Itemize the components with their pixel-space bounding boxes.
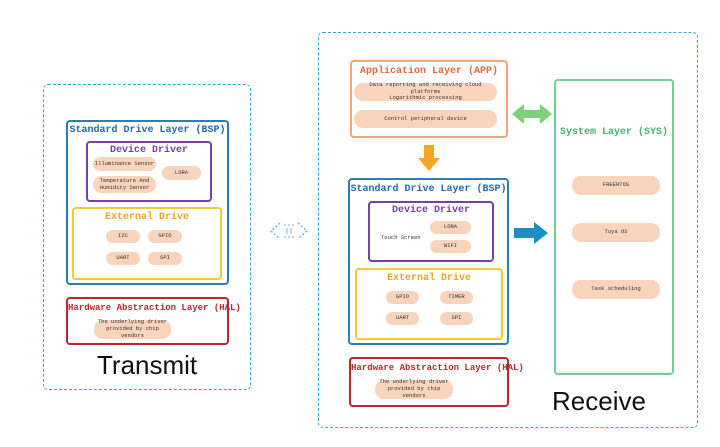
app-sys-arrow-icon [512,104,552,124]
transmit-hal-title: Hardware Abstraction Layer (HAL) [68,303,241,313]
temperature-humidity-sensor-pill: Temperature And Humidity Sensor [93,176,156,193]
transmit-external-drive-title: External Drive [104,212,189,223]
wireless-link-icon [268,220,310,242]
transmit-container [43,84,251,390]
sys-layer-title: System Layer (SYS) [559,127,669,138]
receive-hal-layer: Hardware Abstraction Layer (HAL) [349,357,524,407]
receive-container [318,32,698,428]
receive-bsp-title: Standard Drive Layer (BSP) [350,184,507,195]
sys-layer: System Layer (SYS) [554,79,674,375]
receive-gpio-pill: GPIO [386,291,419,304]
cloud-data-pill: Data reporting and receiving cloud platf… [354,81,497,101]
freertos-pill: FREERTOS [572,176,660,195]
transmit-bsp-layer: Standard Drive Layer (BSP) [66,120,229,285]
touch-screen-label: Touch Screen [381,234,421,241]
task-scheduling-pill: Task scheduling [572,280,660,299]
app-layer-title: Application Layer (APP) [359,66,499,77]
receive-spi-pill: SPI [440,312,473,325]
app-layer: Application Layer (APP) [350,60,508,138]
transmit-bsp-title: Standard Drive Layer (BSP) [69,125,226,136]
receive-lora-pill: LORA [430,221,471,234]
transmit-external-drive-box: External Drive [72,207,222,280]
transmit-uart-pill: UART [106,252,140,265]
transmit-device-driver-box: Device Driver [86,141,212,202]
control-peripheral-pill: Control peripheral device [354,110,497,128]
receive-caption: Receive [552,386,646,416]
transmit-spi-pill: SPI [148,252,182,265]
tuya-os-pill: Tuya OS [572,223,660,242]
receive-hal-driver-pill: The underlying driver provided by chip v… [375,378,453,399]
receive-external-drive-box: External Drive [355,268,503,340]
receive-hal-title: Hardware Abstraction Layer (HAL) [351,363,524,373]
receive-bsp-layer: Standard Drive Layer (BSP) [348,178,509,345]
transmit-lora-pill: LORA [162,166,201,180]
receive-device-driver-title: Device Driver [391,205,470,216]
receive-timer-pill: TIMER [440,291,473,304]
bsp-sys-arrow-icon [514,222,548,244]
app-bsp-arrow-icon [418,145,440,171]
transmit-device-driver-title: Device Driver [109,145,188,156]
transmit-i2c-pill: I2C [106,230,140,243]
receive-device-driver-box: Device Driver [368,201,494,262]
transmit-caption: Transmit [97,350,198,380]
receive-wifi-pill: WIFI [430,240,471,253]
transmit-gpio-pill: GPIO [148,230,182,243]
receive-uart-pill: UART [386,312,419,325]
illuminance-sensor-pill: Illuminance Sensor [93,157,156,171]
receive-external-drive-title: External Drive [386,273,471,284]
transmit-hal-layer: Hardware Abstraction Layer (HAL) [66,297,241,345]
transmit-hal-driver-pill: The underlying driver provided by chip v… [94,318,171,339]
